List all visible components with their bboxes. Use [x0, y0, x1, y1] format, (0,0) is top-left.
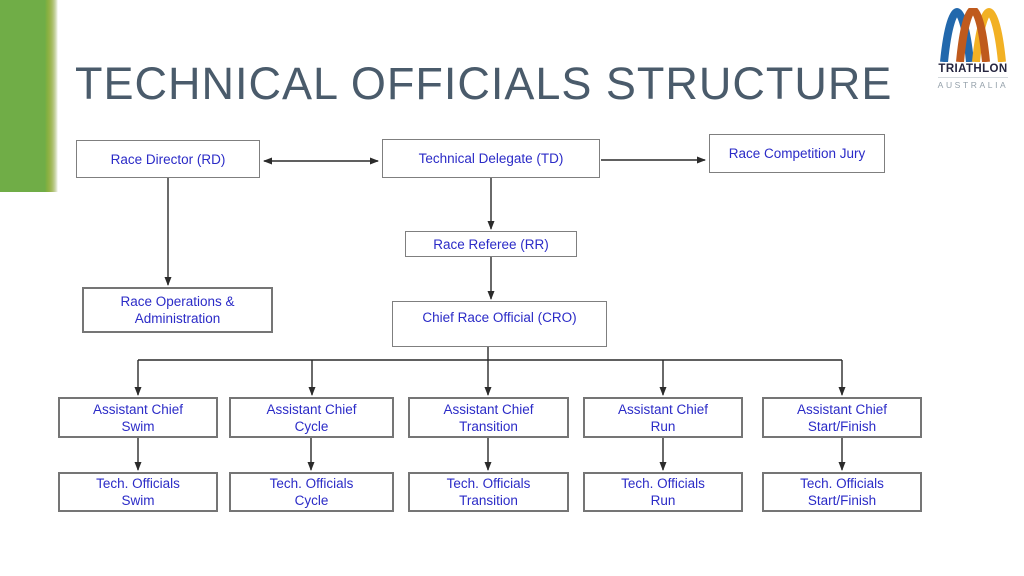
box-assistant-chief-swim: Assistant Chief Swim — [58, 397, 218, 438]
triathlon-australia-logo: TRIATHLON AUSTRALIA — [930, 8, 1016, 93]
box-assistant-chief-transition: Assistant Chief Transition — [408, 397, 569, 438]
page-title: TECHNICAL OFFICIALS STRUCTURE — [75, 58, 893, 109]
logo-country-text: AUSTRALIA — [937, 77, 1009, 90]
box-assistant-chief-start-finish: Assistant Chief Start/Finish — [762, 397, 922, 438]
box-technical-delegate: Technical Delegate (TD) — [382, 139, 600, 178]
box-tech-officials-transition: Tech. Officials Transition — [408, 472, 569, 512]
box-tech-officials-cycle: Tech. Officials Cycle — [229, 472, 394, 512]
box-tech-officials-swim: Tech. Officials Swim — [58, 472, 218, 512]
box-tech-officials-run: Tech. Officials Run — [583, 472, 743, 512]
box-assistant-chief-run: Assistant Chief Run — [583, 397, 743, 438]
box-chief-race-official: Chief Race Official (CRO) — [392, 301, 607, 347]
sidebar-accent-green — [0, 0, 60, 192]
box-race-director: Race Director (RD) — [76, 140, 260, 178]
box-race-competition-jury: Race Competition Jury — [709, 134, 885, 173]
box-assistant-chief-cycle: Assistant Chief Cycle — [229, 397, 394, 438]
triathlon-arches-icon — [940, 8, 1006, 62]
box-tech-officials-start-finish: Tech. Officials Start/Finish — [762, 472, 922, 512]
logo-name-text: TRIATHLON — [938, 63, 1008, 75]
box-race-operations-administration: Race Operations & Administration — [82, 287, 273, 333]
box-race-referee: Race Referee (RR) — [405, 231, 577, 257]
